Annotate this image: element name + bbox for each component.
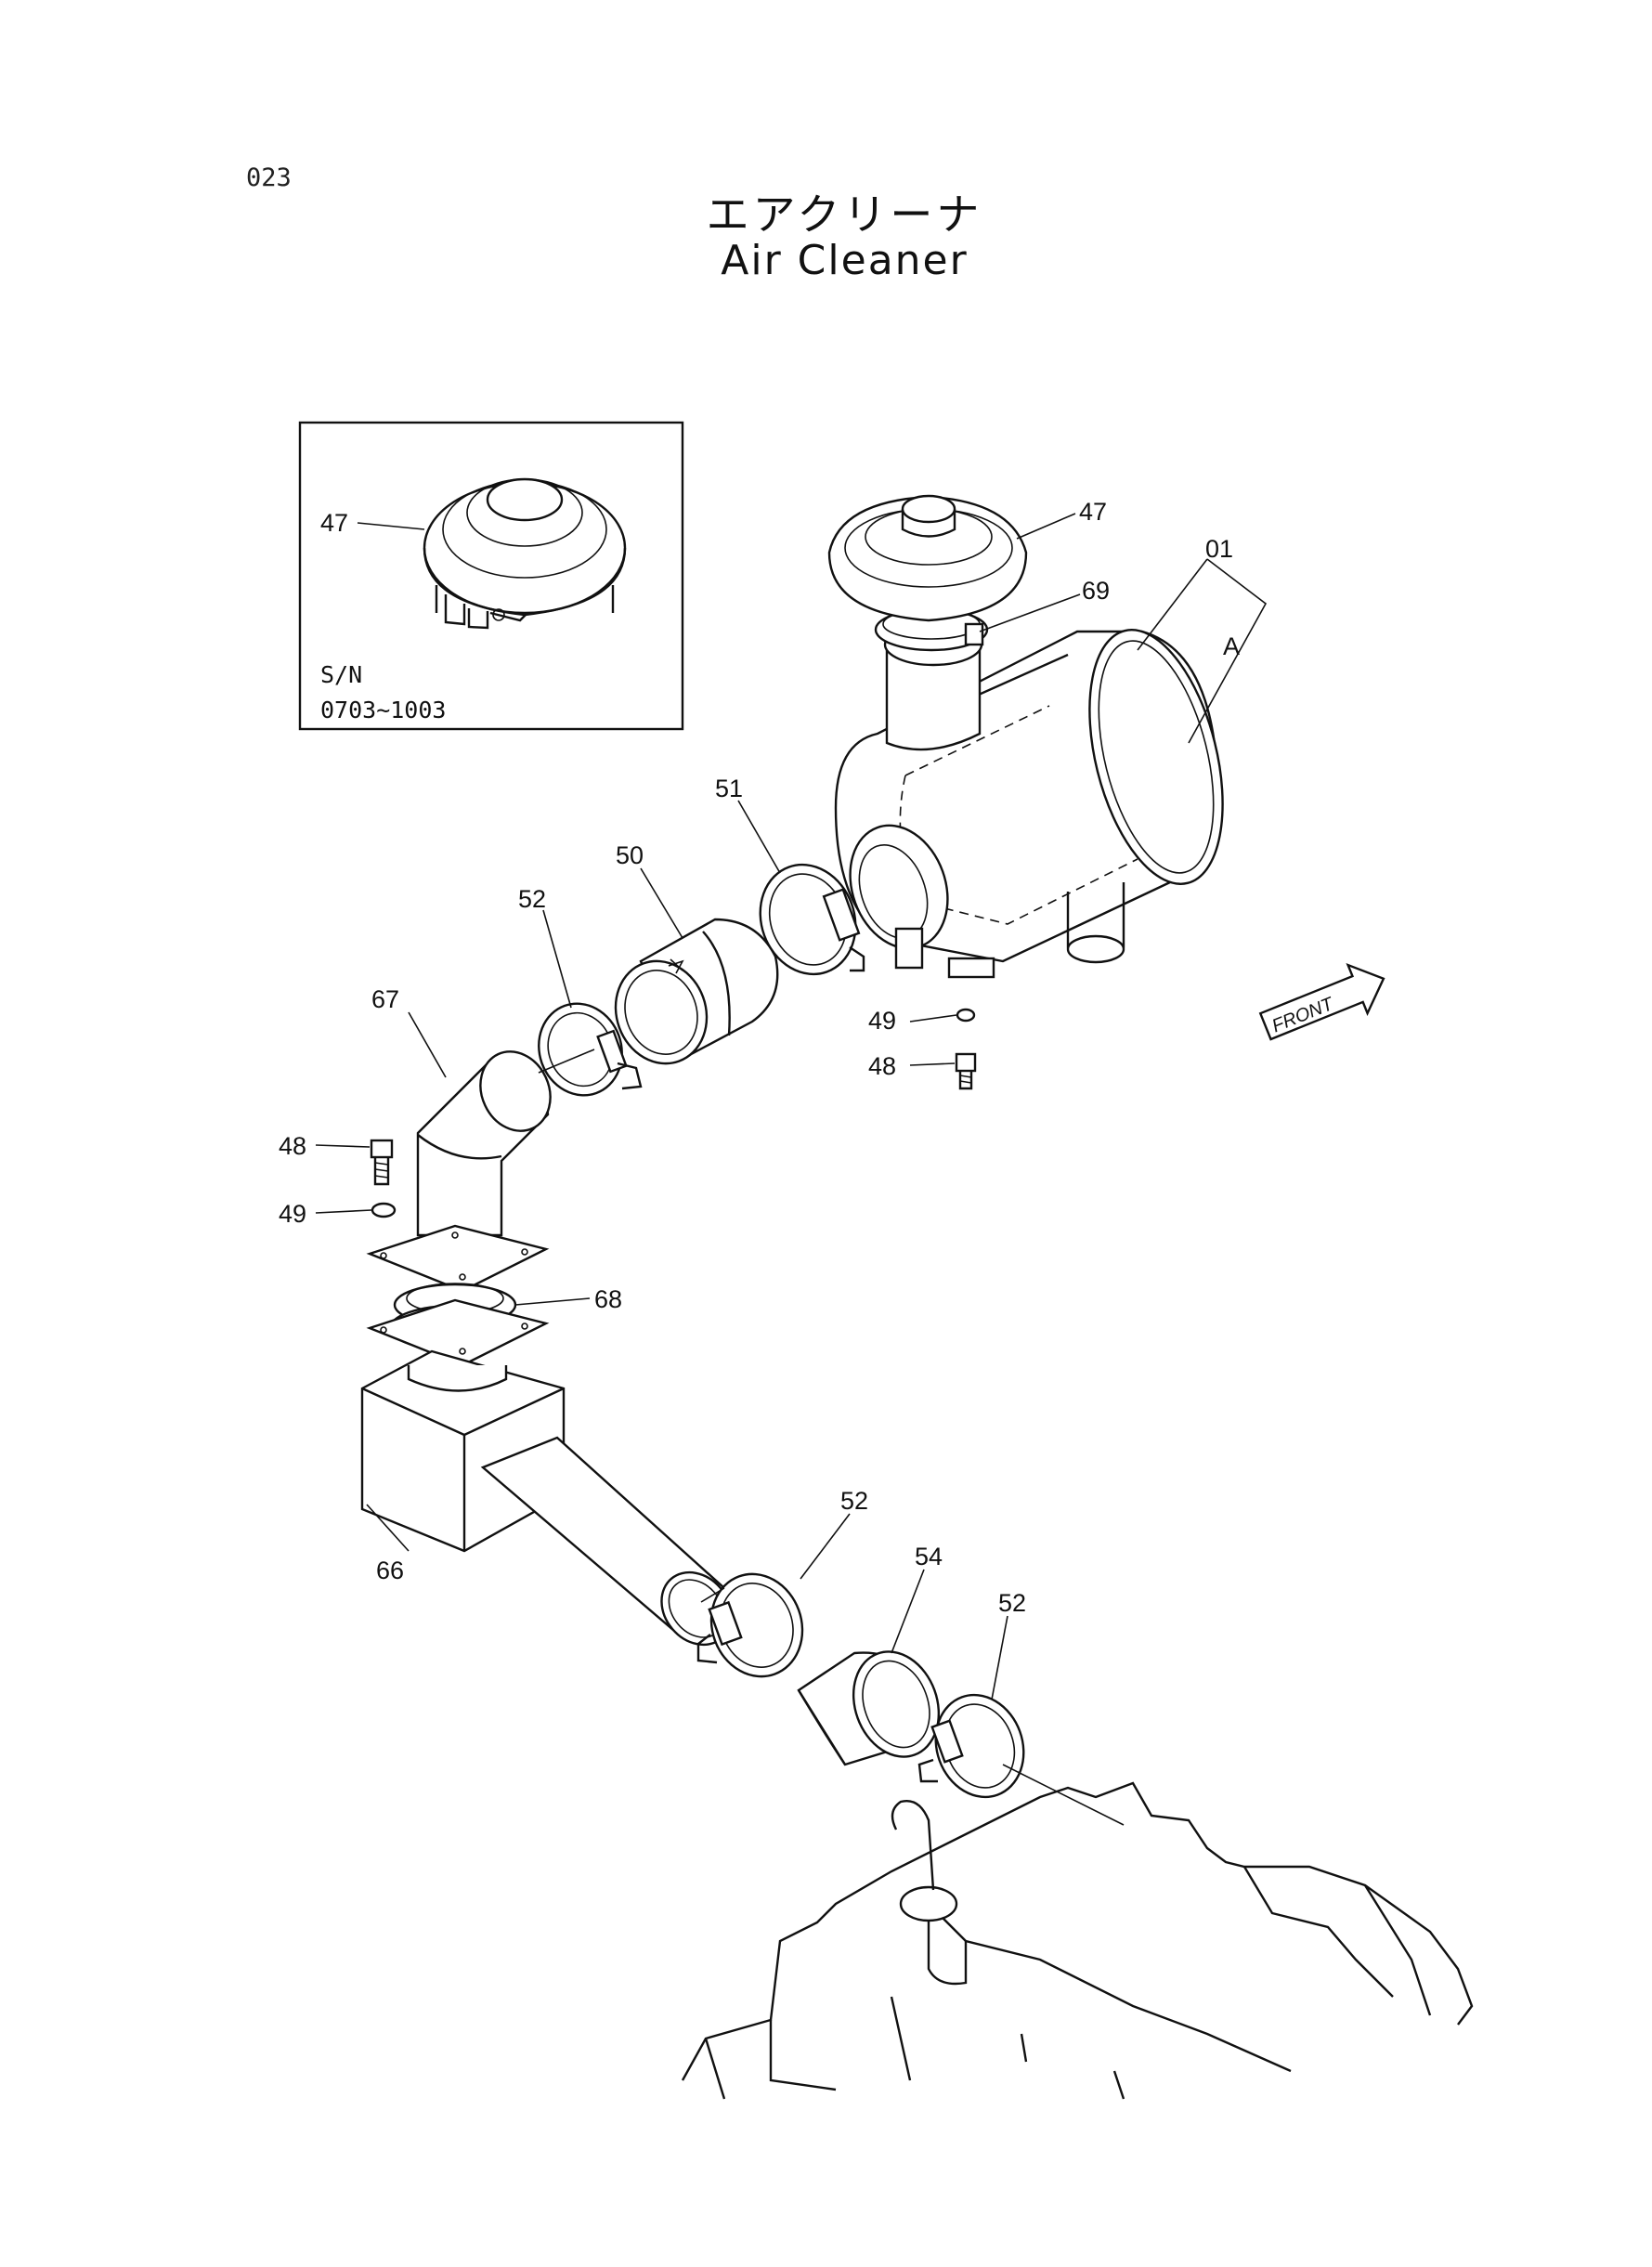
callout-52-middle: 52 (840, 1487, 868, 1515)
callout-68: 68 (594, 1285, 622, 1313)
box-elbow-66-drawing (360, 1349, 566, 1553)
callout-67: 67 (371, 985, 399, 1013)
callout-54: 54 (915, 1543, 943, 1570)
callout-49-upper: 49 (868, 1007, 896, 1035)
title-english: Air Cleaner (721, 237, 969, 284)
callout-01: 01 (1205, 535, 1233, 563)
callout-50: 50 (616, 841, 644, 869)
callout-52-upper: 52 (518, 885, 546, 913)
clamp-52-upper-drawing (538, 1002, 643, 1097)
washer-49-lower (371, 1202, 397, 1218)
callout-48-upper: 48 (868, 1052, 896, 1080)
callout-52-lower: 52 (998, 1589, 1026, 1617)
inset-cap-47-drawing (423, 477, 627, 630)
callout-47: 47 (1079, 498, 1107, 526)
callout-inset-47: 47 (320, 509, 348, 537)
clamp-51-drawing (759, 863, 865, 976)
callout-69: 69 (1082, 577, 1110, 605)
callout-48-lower: 48 (279, 1132, 306, 1160)
hose-54-drawing (797, 1650, 941, 1766)
inset-box: 47 S/N 0703~1003 (298, 421, 684, 731)
page-number: 023 (246, 163, 292, 192)
leader-inset-47 (357, 522, 425, 530)
callout-A: A (1223, 632, 1240, 660)
clamp-52-middle-drawing (696, 1572, 804, 1678)
clamp-52-lower-drawing (917, 1693, 1025, 1799)
front-direction-marker: FRONT (1258, 962, 1385, 1041)
hose-50-drawing (614, 918, 779, 1065)
sn-label: S/N (320, 661, 362, 688)
callout-49-lower: 49 (279, 1200, 306, 1228)
elbow-67-drawing (416, 1050, 552, 1237)
callout-66: 66 (376, 1557, 404, 1584)
washer-49-upper (956, 1008, 976, 1023)
flange-upper (366, 1224, 550, 1293)
bolt-48-upper (955, 1052, 977, 1090)
sn-range: 0703~1003 (320, 697, 446, 723)
title-japanese: エアクリーナ (706, 189, 983, 240)
pipe-drawing (480, 1436, 733, 1647)
callout-51: 51 (715, 775, 743, 802)
bolt-48-lower (370, 1139, 394, 1186)
cap-47-drawing (827, 494, 1028, 622)
leader-lines (315, 513, 1268, 1826)
engine-outline (681, 1781, 1474, 2100)
